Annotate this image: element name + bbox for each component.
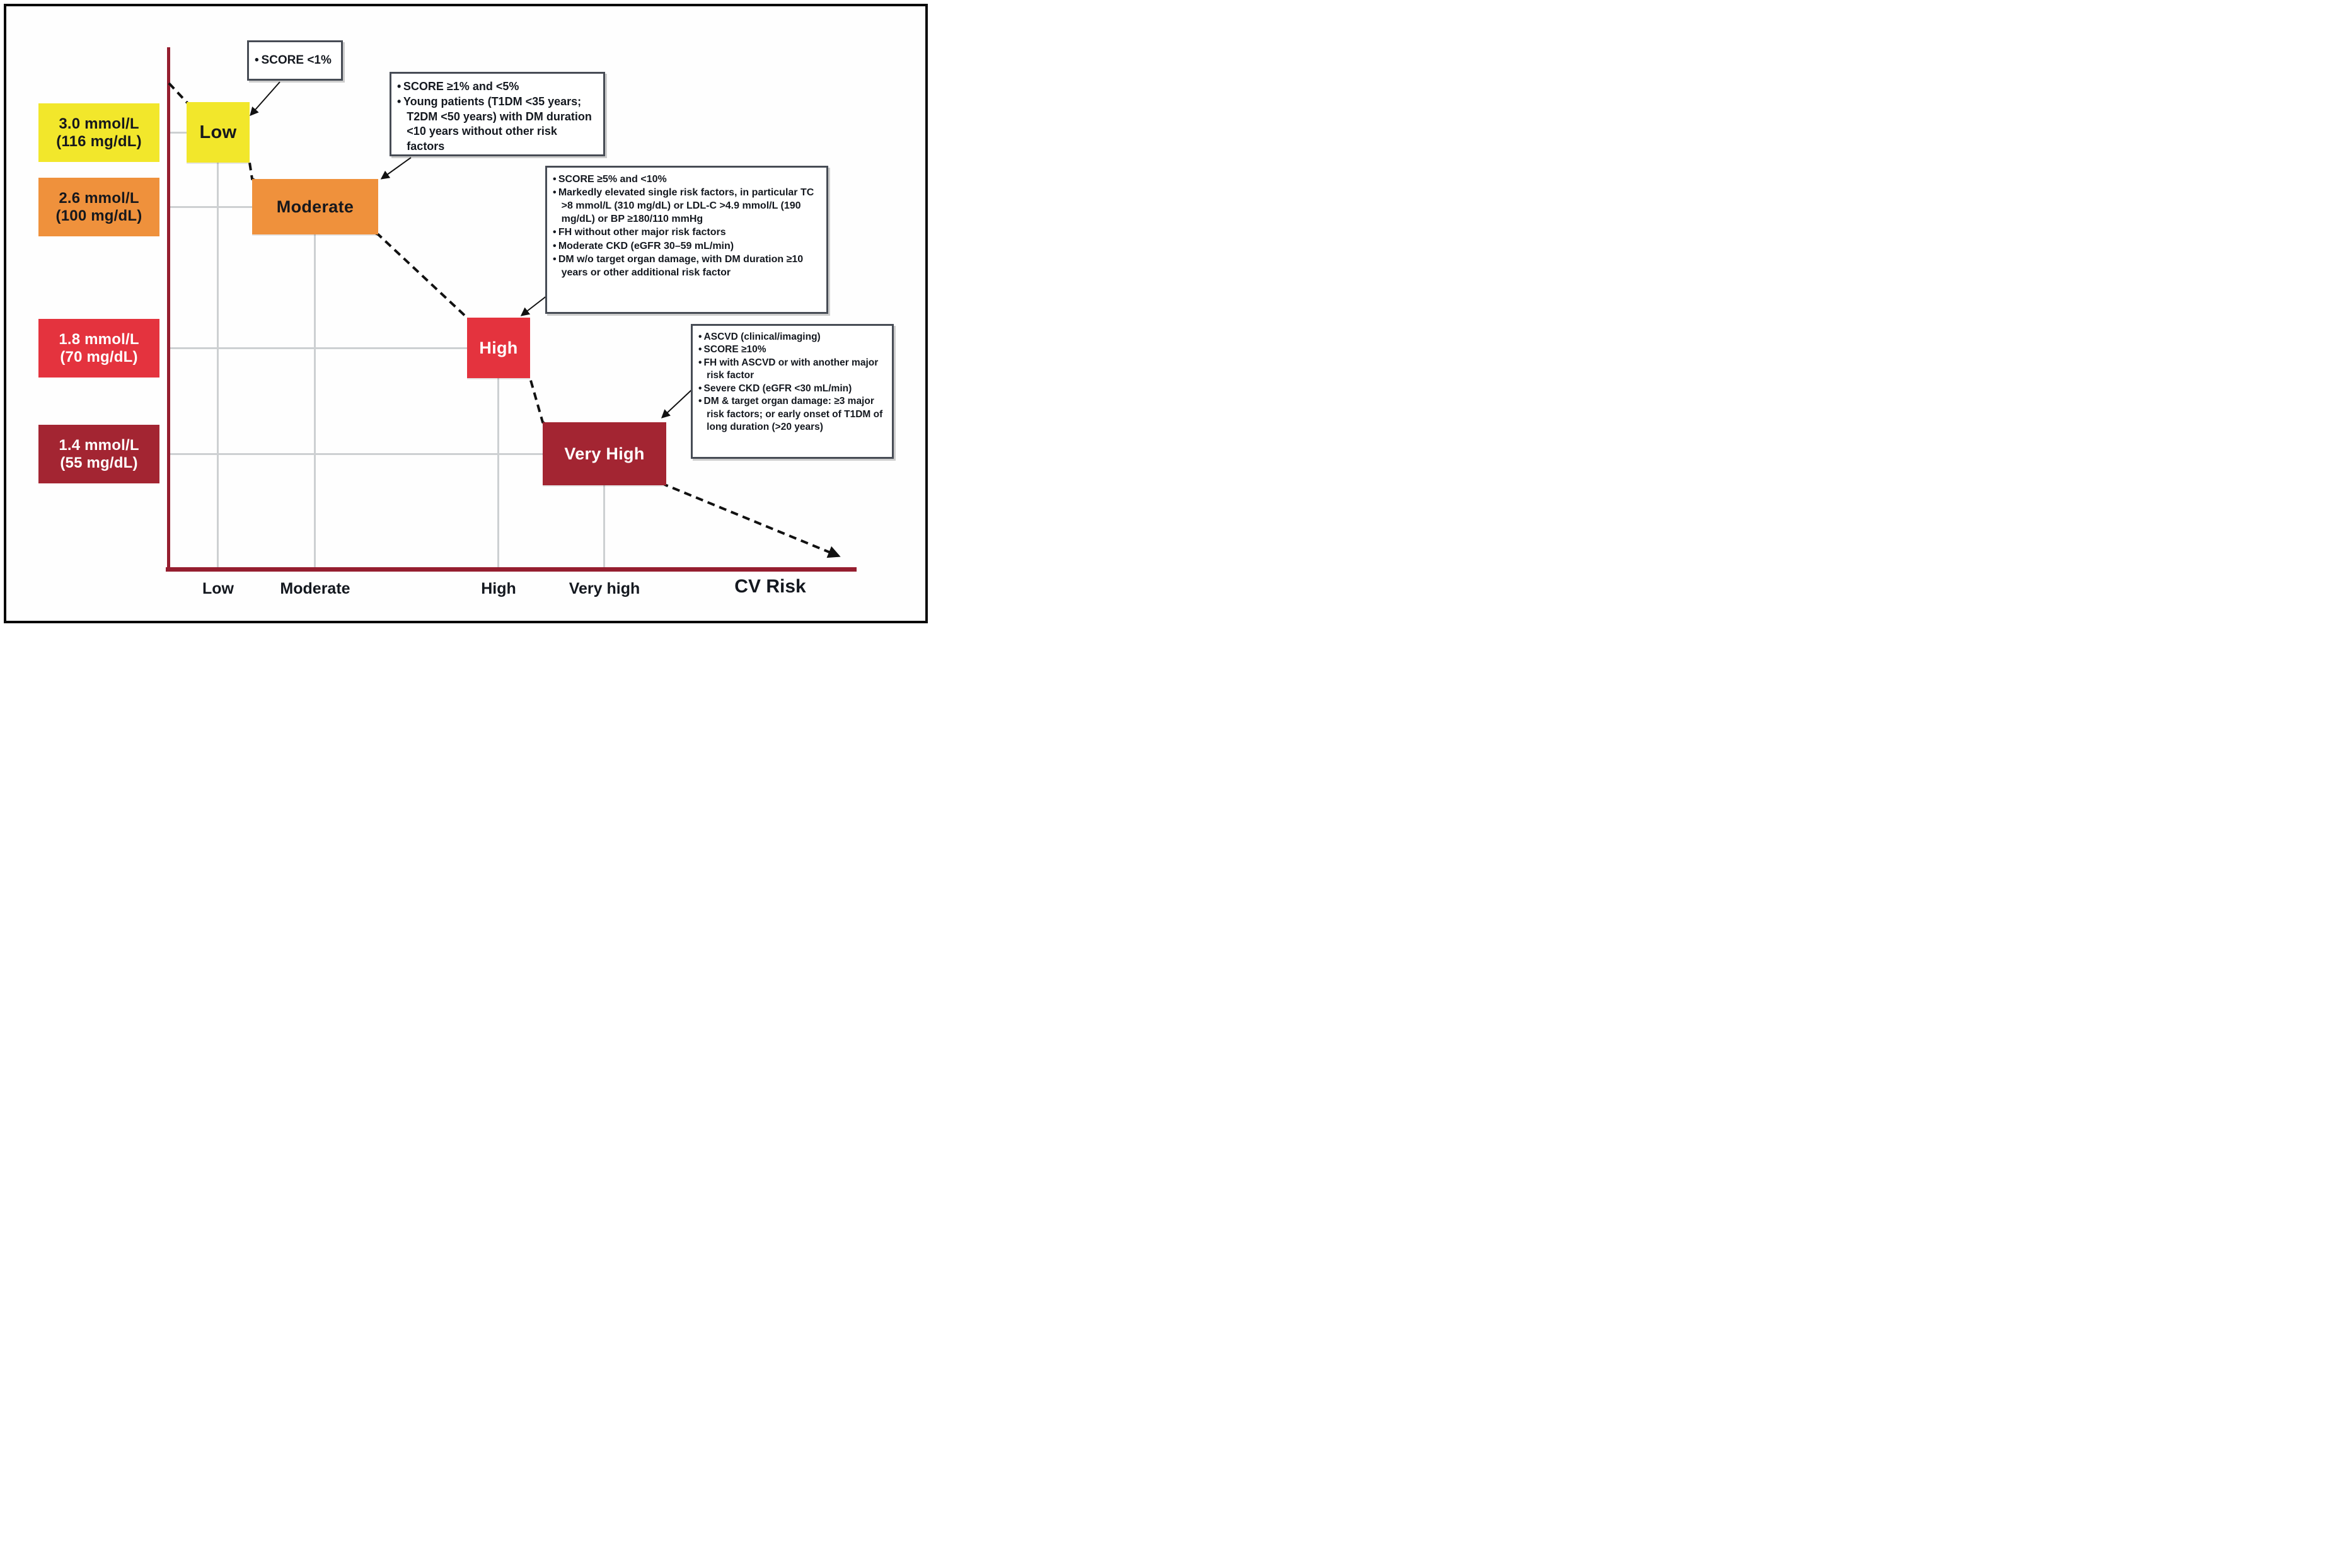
x-axis-line	[166, 567, 857, 572]
bullet-item: SCORE ≥10%	[698, 343, 886, 356]
risk-box-low: Low	[187, 102, 250, 163]
ldl-goal-mgdl: (100 mg/dL)	[55, 207, 142, 224]
risk-box-label: Moderate	[276, 197, 354, 216]
gridline-tick-very-high	[603, 485, 605, 567]
bullet-item: Young patients (T1DM <35 years; T2DM <50…	[397, 95, 598, 154]
gridline-1.8-mmol	[170, 347, 467, 349]
x-tick-label-high: High	[481, 580, 516, 597]
ldl-goal-label-2.6: 2.6 mmol/L (100 mg/dL)	[38, 178, 159, 236]
ldl-goal-label-1.4: 1.4 mmol/L (55 mg/dL)	[38, 425, 159, 483]
bullet-item: FH with ASCVD or with another major risk…	[698, 357, 886, 383]
bullet-item: SCORE ≥1% and <5%	[397, 79, 598, 95]
gridline-1.4-mmol	[170, 453, 543, 455]
gridline-3.0-mmol	[170, 132, 187, 134]
criteria-list: SCORE ≥5% and <10%Markedly elevated sing…	[553, 173, 821, 279]
criteria-list: SCORE ≥1% and <5%Young patients (T1DM <3…	[397, 79, 598, 154]
risk-box-label: High	[479, 338, 518, 357]
ldl-goal-mgdl: (116 mg/dL)	[56, 132, 142, 150]
bullet-item: DM & target organ damage: ≥3 major risk …	[698, 395, 886, 434]
ldl-goal-label-1.8: 1.8 mmol/L (70 mg/dL)	[38, 319, 159, 378]
risk-box-label: Very High	[564, 444, 645, 463]
callout-low-criteria: SCORE <1%	[247, 40, 343, 81]
gridline-2.6-mmol	[170, 206, 252, 208]
callout-moderate-criteria: SCORE ≥1% and <5%Young patients (T1DM <3…	[390, 72, 605, 156]
bullet-item: Moderate CKD (eGFR 30–59 mL/min)	[553, 239, 821, 253]
ldl-goal-mmol: 2.6 mmol/L	[59, 189, 139, 207]
ldl-goal-mmol: 1.8 mmol/L	[59, 330, 139, 348]
risk-box-very-high: Very High	[543, 422, 666, 485]
bullet-item: Markedly elevated single risk factors, i…	[553, 186, 821, 226]
ldl-goal-mgdl: (70 mg/dL)	[60, 348, 138, 366]
x-tick-label-moderate: Moderate	[280, 580, 350, 597]
criteria-list: ASCVD (clinical/imaging)SCORE ≥10%FH wit…	[698, 331, 886, 434]
bullet-item: FH without other major risk factors	[553, 226, 821, 239]
bullet-item: SCORE ≥5% and <10%	[553, 173, 821, 186]
criteria-list: SCORE <1%	[255, 52, 335, 68]
ldl-goal-label-3.0: 3.0 mmol/L (116 mg/dL)	[38, 103, 159, 162]
callout-very-high-criteria: ASCVD (clinical/imaging)SCORE ≥10%FH wit…	[691, 324, 894, 459]
gridline-tick-low	[217, 163, 219, 567]
gridline-tick-high	[497, 378, 499, 567]
y-axis-line	[167, 47, 170, 570]
x-tick-label-low: Low	[202, 580, 234, 597]
risk-box-label: Low	[199, 122, 237, 142]
ldl-goal-mgdl: (55 mg/dL)	[60, 454, 138, 471]
callout-high-criteria: SCORE ≥5% and <10%Markedly elevated sing…	[545, 166, 828, 314]
x-axis-title: CV Risk	[734, 576, 806, 597]
bullet-item: ASCVD (clinical/imaging)	[698, 331, 886, 343]
bullet-item: Severe CKD (eGFR <30 mL/min)	[698, 383, 886, 395]
risk-box-high: High	[467, 318, 530, 378]
x-tick-label-very-high: Very high	[569, 580, 640, 597]
ldl-goal-mmol: 1.4 mmol/L	[59, 436, 139, 454]
ldl-goal-mmol: 3.0 mmol/L	[59, 115, 139, 132]
risk-box-moderate: Moderate	[252, 179, 378, 234]
bullet-item: DM w/o target organ damage, with DM dura…	[553, 253, 821, 279]
gridline-tick-moderate	[314, 234, 316, 567]
bullet-item: SCORE <1%	[255, 52, 335, 68]
figure-canvas: 3.0 mmol/L (116 mg/dL) 2.6 mmol/L (100 m…	[0, 0, 932, 627]
